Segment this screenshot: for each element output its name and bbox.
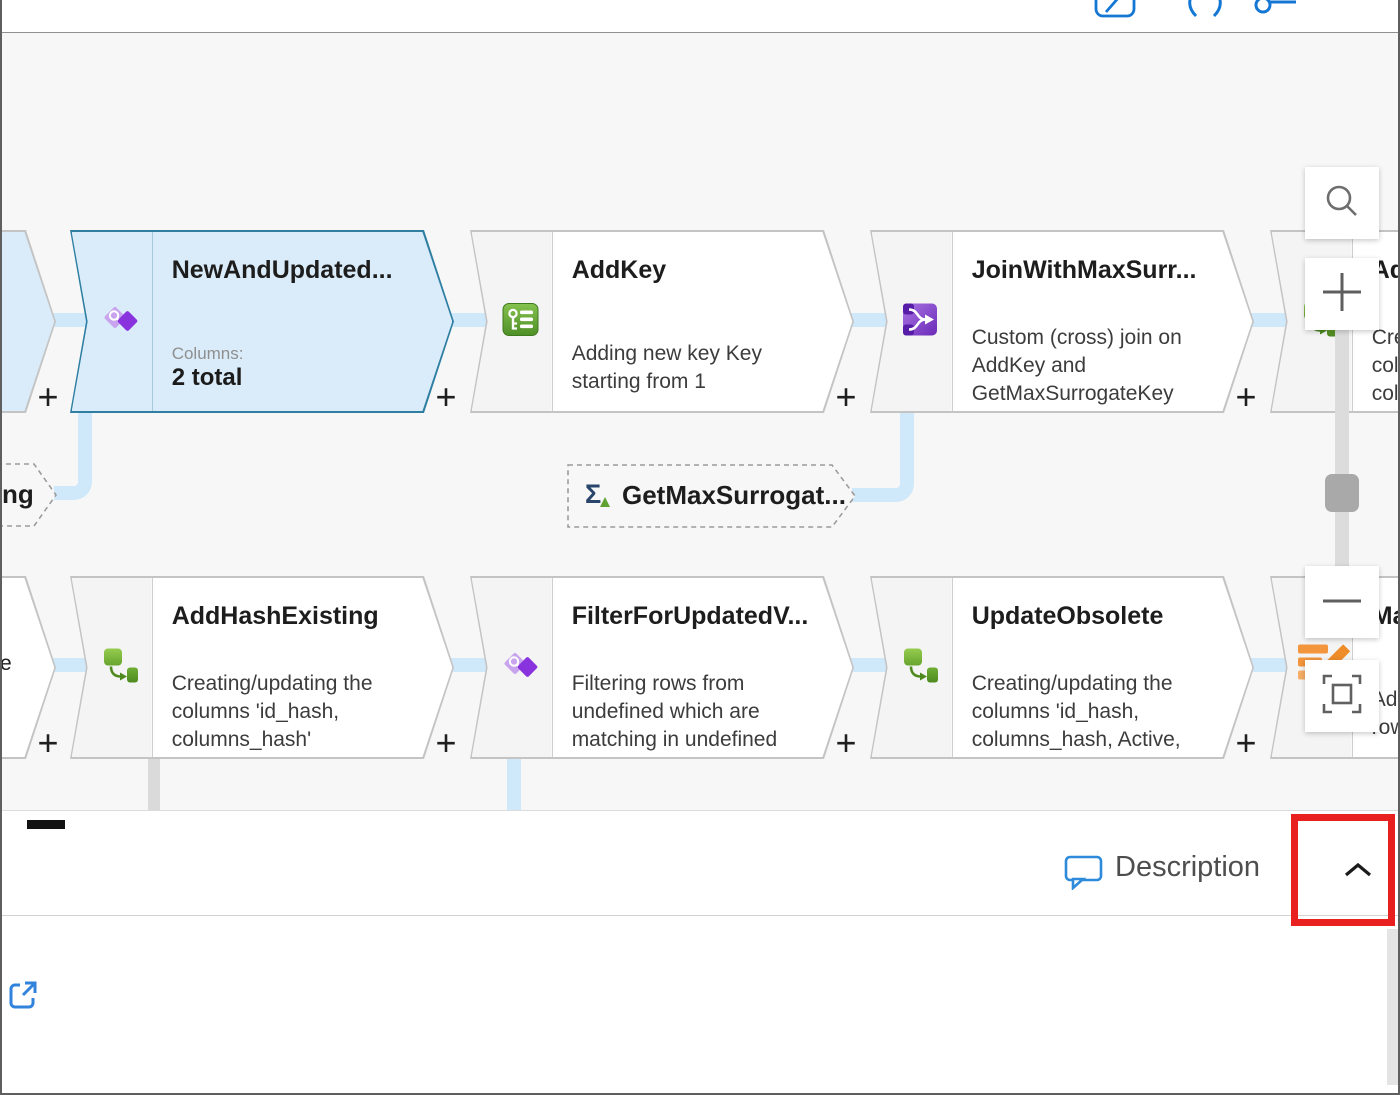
- derived-column-icon: [902, 647, 942, 688]
- zoom-slider-thumb[interactable]: [1325, 474, 1359, 512]
- key-icon[interactable]: [1252, 0, 1298, 28]
- node-body: AddHashExisting Creating/updating the co…: [72, 578, 453, 758]
- fit-to-screen-icon: [1321, 673, 1363, 720]
- add-transformation-button[interactable]: +: [37, 722, 59, 763]
- node-title: JoinWithMaxSurr...: [971, 255, 1197, 284]
- stream-connector: [52, 658, 92, 672]
- add-transformation-button[interactable]: +: [835, 722, 857, 763]
- aggregate-sigma-icon: Σ: [585, 481, 611, 508]
- stream-connector: [1248, 313, 1292, 327]
- scrollbar[interactable]: [1387, 929, 1398, 1085]
- node-title: AddKey: [571, 255, 667, 284]
- node-description: Creating/updating the columns 'id_hash, …: [971, 671, 1181, 768]
- node-description: Custom (cross) join on AddKey and GetMax…: [971, 325, 1182, 405]
- node-divider: [152, 578, 154, 758]
- connector-stub: [148, 759, 160, 810]
- node-body: JoinWithMaxSurr... Custom (cross) join o…: [872, 232, 1253, 412]
- add-transformation-button[interactable]: +: [435, 722, 457, 763]
- toolbar: [2, 0, 1398, 33]
- node-description: Filtering rows from undefined which are …: [571, 671, 778, 768]
- surrogate-key-icon: [502, 301, 540, 342]
- node-join-with-max-surrogate[interactable]: JoinWithMaxSurr... Custom (cross) join o…: [870, 230, 1257, 417]
- stream-connector: [450, 658, 492, 672]
- add-transformation-button[interactable]: +: [835, 376, 857, 417]
- stream-connector: [1248, 658, 1292, 672]
- node-title: NewAndUpdated...: [171, 255, 393, 284]
- node-body: UpdateObsolete Creating/updating the col…: [872, 578, 1253, 758]
- node-partial-reference-left[interactable]: ng: [2, 463, 64, 527]
- node-get-max-surrogate[interactable]: Σ GetMaxSurrogat...: [567, 464, 857, 528]
- node-description: Adding new key Key starting from 1: [571, 341, 762, 393]
- comment-icon: [1064, 854, 1104, 895]
- description-panel-header: Description: [2, 810, 1398, 916]
- zoom-slider-track[interactable]: [1335, 330, 1349, 578]
- node-divider: [152, 232, 154, 412]
- node-title: GetMaxSurrogat...: [622, 480, 846, 510]
- node-title: AddHashExisting: [171, 601, 379, 630]
- stream-connector: [848, 658, 892, 672]
- add-transformation-button[interactable]: +: [1235, 376, 1257, 417]
- data-flow-canvas[interactable]: + NewAndUpdated... Columns: 2 total: [2, 33, 1398, 810]
- columns-label: Columns:: [171, 343, 244, 363]
- node-description-fragment: e: [2, 652, 12, 676]
- zoom-out-button[interactable]: [1305, 566, 1379, 638]
- plus-icon: [1319, 269, 1365, 320]
- node-add-key[interactable]: AddKey Adding new key Key starting from …: [470, 230, 857, 417]
- node-divider: [552, 232, 554, 412]
- open-in-new-window-icon: [7, 981, 39, 1015]
- add-transformation-button[interactable]: +: [1235, 722, 1257, 763]
- elbow-connector: [54, 413, 92, 500]
- search-button[interactable]: [1305, 167, 1379, 239]
- node-description: Cre col col M.: [1371, 325, 1398, 422]
- zoom-in-button[interactable]: [1305, 258, 1379, 330]
- search-icon: [1323, 182, 1361, 225]
- node-partial-left-top[interactable]: +: [2, 230, 59, 417]
- description-panel-label: Description: [1115, 851, 1261, 883]
- node-title: UpdateObsolete: [971, 601, 1164, 630]
- add-transformation-button[interactable]: +: [37, 376, 59, 417]
- node-body: FilterForUpdatedV... Filtering rows from…: [472, 578, 853, 758]
- node-title: ng: [2, 479, 34, 509]
- node-new-and-updated[interactable]: NewAndUpdated... Columns: 2 total +: [70, 230, 457, 417]
- node-partial-left-bottom[interactable]: +: [2, 576, 59, 763]
- stream-connector: [52, 313, 92, 327]
- collapse-panel-button[interactable]: [1332, 849, 1384, 895]
- elbow-connector: [852, 413, 914, 502]
- node-add-hash-existing[interactable]: AddHashExisting Creating/updating the co…: [70, 576, 457, 763]
- exists-icon: [102, 301, 142, 342]
- chevron-up-icon: [1342, 861, 1374, 884]
- node-divider: [952, 232, 954, 412]
- columns-value: 2 total: [171, 363, 243, 391]
- derived-column-icon: [102, 647, 142, 688]
- exists-icon: [502, 647, 542, 688]
- notebook-icon[interactable]: [1094, 0, 1136, 27]
- add-transformation-button[interactable]: +: [435, 376, 457, 417]
- node-body: NewAndUpdated... Columns: 2 total: [72, 232, 453, 412]
- join-icon: [902, 301, 940, 342]
- node-description: Creating/updating the columns 'id_hash, …: [171, 671, 373, 751]
- stream-connector: [848, 313, 892, 327]
- minus-icon: [1319, 593, 1365, 611]
- node-update-obsolete[interactable]: UpdateObsolete Creating/updating the col…: [870, 576, 1257, 759]
- node-divider: [952, 578, 954, 758]
- open-in-new-window-button[interactable]: [7, 979, 39, 1016]
- fit-to-screen-button[interactable]: [1305, 660, 1379, 732]
- stream-connector: [450, 313, 492, 327]
- node-filter-for-updated[interactable]: FilterForUpdatedV... Filtering rows from…: [470, 576, 857, 759]
- panel-resize-dash: [27, 820, 65, 829]
- connector-stub: [507, 759, 521, 810]
- node-title: FilterForUpdatedV...: [571, 601, 809, 630]
- node-divider: [552, 578, 554, 758]
- node-body: AddKey Adding new key Key starting from …: [472, 232, 853, 412]
- braces-icon[interactable]: [1185, 0, 1225, 31]
